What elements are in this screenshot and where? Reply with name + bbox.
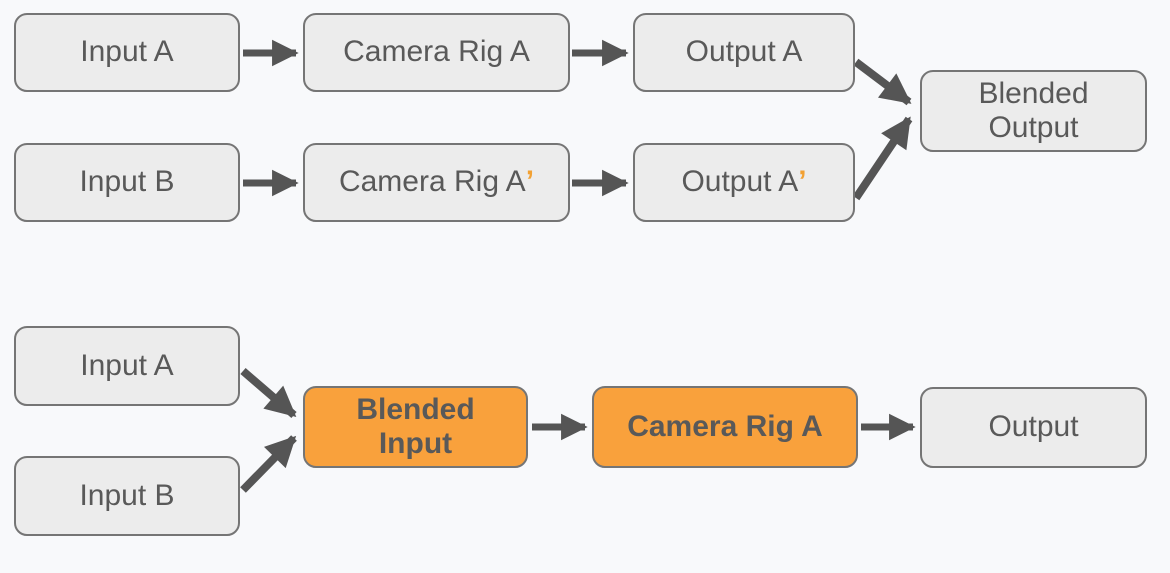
node-bottom-blended-input: Blended Input (303, 386, 528, 468)
node-label: Camera Rig A (627, 409, 823, 443)
arrow-bottom-inputB-to-blendedinput (240, 435, 297, 493)
arrow-top-outputA-to-blendedoutput (853, 58, 912, 106)
node-top-output-a: Output A (633, 13, 855, 92)
node-bottom-output: Output (920, 387, 1147, 468)
node-label: Input A (80, 348, 174, 382)
node-label: Blended Input (356, 392, 475, 461)
node-label: Output (988, 410, 1079, 444)
node-label: Camera Rig A (338, 165, 526, 199)
node-top-camera-rig-a: Camera Rig A (303, 13, 570, 92)
node-label: Output A (681, 165, 799, 199)
node-bottom-camera-rig-a: Camera Rig A (592, 386, 858, 468)
node-top-blended-output: Blended Output (920, 70, 1147, 152)
node-label: Input B (79, 478, 175, 512)
node-bottom-input-a: Input A (14, 326, 240, 406)
node-top-input-b: Input B (14, 143, 240, 222)
node-top-input-a: Input A (14, 13, 240, 92)
arrow-top-outputAprime-to-blendedoutput (852, 116, 913, 201)
prime-mark: ’ (798, 165, 807, 199)
prime-mark: ’ (525, 165, 535, 199)
node-label: Input A (80, 35, 174, 69)
node-bottom-input-b: Input B (14, 456, 240, 536)
node-label: Input B (79, 165, 175, 199)
arrow-bottom-inputA-to-blendedinput (240, 367, 297, 419)
node-label: Camera Rig A (343, 35, 530, 69)
node-label: Output A (685, 35, 803, 69)
node-top-output-a-prime: Output A’ (633, 143, 855, 222)
node-label: Blended Output (978, 76, 1089, 145)
node-top-camera-rig-a-prime: Camera Rig A’ (303, 143, 570, 222)
